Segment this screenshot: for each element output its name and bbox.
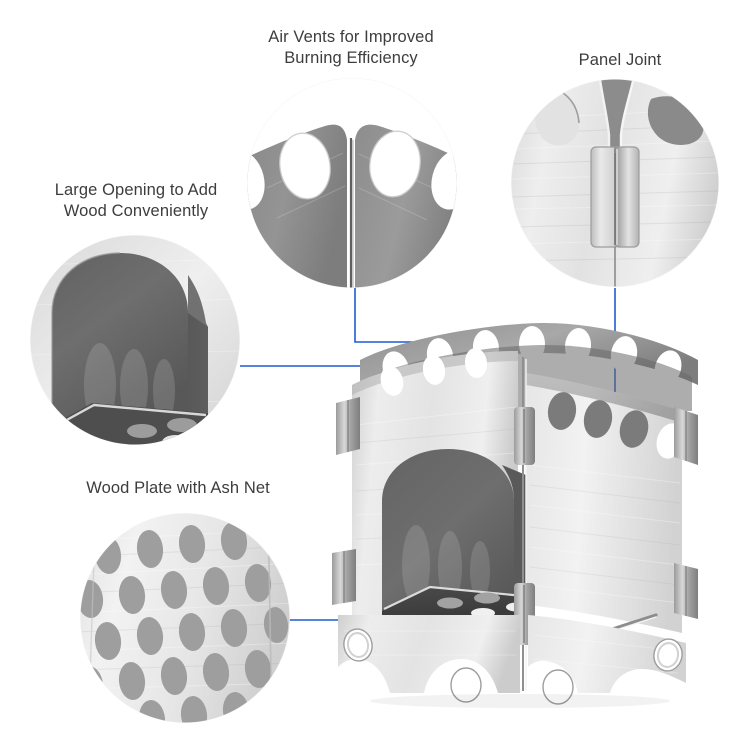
folding-wood-stove bbox=[330, 315, 730, 715]
stove-right-panel bbox=[526, 373, 684, 640]
callout-label-large-opening: Large Opening to Add Wood Conveniently bbox=[54, 181, 218, 220]
panel-joint-detail bbox=[511, 79, 719, 287]
joint-notch bbox=[599, 79, 635, 153]
stove-base-feet bbox=[338, 615, 686, 705]
large-opening-detail bbox=[30, 235, 240, 445]
stove-front-rim-holes bbox=[380, 348, 488, 396]
stove-right-rim bbox=[526, 373, 682, 423]
joint-clip bbox=[590, 146, 640, 248]
stove-front-panel bbox=[352, 351, 526, 618]
stove-front-opening bbox=[382, 449, 514, 611]
opening-floor bbox=[52, 403, 208, 445]
callout-label-ash-net: Wood Plate with Ash Net bbox=[86, 479, 270, 497]
air-vents-detail bbox=[247, 78, 457, 288]
ash-net-detail bbox=[80, 513, 290, 723]
callout-label-air-vents: Air Vents for Improved Burning Efficienc… bbox=[268, 28, 434, 67]
vent-holes bbox=[247, 131, 457, 210]
stove-right-vent-holes bbox=[547, 392, 684, 459]
stove-joint-clips bbox=[332, 397, 698, 645]
opening-arch bbox=[52, 253, 188, 425]
callout-label-panel-joint: Panel Joint bbox=[578, 51, 662, 69]
